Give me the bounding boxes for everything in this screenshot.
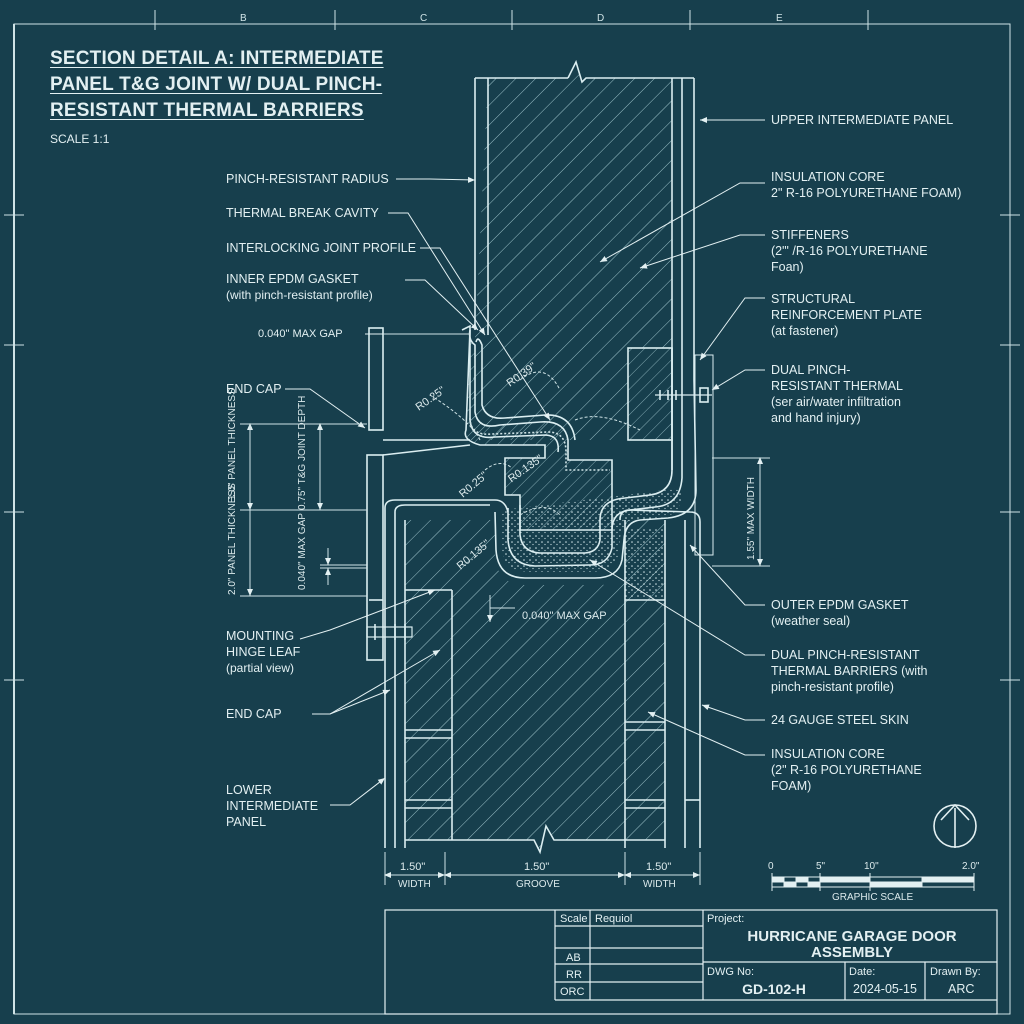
tb-rev-3: ORC — [560, 986, 585, 998]
dim-width-3-value: 1.50" — [646, 861, 672, 873]
dim-gap-vertical: 0.040" MAX GAP — [297, 513, 308, 590]
callout-pinch-radius: PINCH-RESISTANT RADIUS — [226, 172, 389, 186]
tb-date-label: Date: — [849, 966, 876, 978]
dim-width-3-label: WIDTH — [643, 879, 676, 890]
callout-thermal-break: THERMAL BREAK CAVITY — [226, 206, 379, 220]
callout-weather-seal: (weather seal) — [771, 614, 851, 628]
title-line-3: RESISTANT THERMAL BARRIERS — [50, 100, 364, 121]
callout-lower-1: LOWER — [226, 783, 272, 797]
dim-width-1-label: WIDTH — [398, 879, 431, 890]
callout-lower-3: PANEL — [226, 815, 267, 829]
scale-tick-5: 5" — [816, 861, 826, 872]
grid-col-b: B — [240, 13, 247, 24]
title-scale: SCALE 1:1 — [50, 132, 110, 146]
tb-drawn-label: Drawn By: — [930, 966, 981, 978]
dimensions — [240, 333, 770, 885]
tb-drawn-by: ARC — [948, 982, 975, 996]
callout-core-bottom-spec-2: FOAM) — [771, 779, 812, 793]
callout-outer-gasket: OUTER EPDM GASKET — [771, 598, 909, 612]
callout-interlock: INTERLOCKING JOINT PROFILE — [226, 241, 417, 255]
callout-mounting: MOUNTING — [226, 629, 295, 643]
end-cap-left — [366, 327, 471, 661]
callout-stiffeners-spec: (2"' /R-16 POLYURETHANE — [771, 244, 928, 258]
grid-col-c: C — [420, 13, 428, 24]
title-line-1: SECTION DETAIL A: INTERMEDIATE — [50, 48, 384, 69]
tg-profile-right — [494, 348, 714, 579]
callout-hinge-leaf: HINGE LEAF — [226, 645, 301, 659]
callout-partial-view: (partial view) — [226, 661, 295, 675]
callout-end-cap-top: END CAP — [226, 382, 282, 396]
callout-end-cap-bottom: END CAP — [226, 707, 282, 721]
tb-project-label: Project: — [707, 913, 745, 925]
callout-at-fastener: (at fastener) — [771, 324, 839, 338]
tb-required-header: Requiol — [595, 913, 633, 925]
callout-core-bottom: INSULATION CORE — [771, 747, 885, 761]
north-arrow-icon — [933, 803, 977, 848]
dim-max-width: 1.55" MAX WIDTH — [746, 476, 757, 560]
tb-project-name: HURRICANE GARAGE DOOR — [747, 928, 957, 945]
callout-core-bottom-spec: (2" R-16 POLYURETHANE — [771, 763, 922, 777]
dim-groove-value: 1.50" — [524, 861, 550, 873]
tb-dwg-label: DWG No: — [707, 966, 755, 978]
dim-tg-depth: 0.75" T&G JOINT DEPTH — [297, 395, 308, 510]
dim-width-1-value: 1.50" — [400, 861, 426, 873]
tb-scale-header: Scale — [560, 913, 588, 925]
dim-gap-mid: 0.040" MAX GAP — [522, 610, 607, 622]
callout-inner-gasket-note: (with pinch-resistant profile) — [226, 288, 373, 302]
tb-project-name-2: ASSEMBLY — [811, 944, 893, 961]
scale-tick-10: 10" — [864, 861, 879, 872]
callout-inner-gasket: INNER EPDM GASKET — [226, 272, 359, 286]
callout-stiffeners: STIFFENERS — [771, 228, 849, 242]
tb-date: 2024-05-15 — [853, 982, 917, 996]
scale-label: GRAPHIC SCALE — [832, 892, 914, 903]
callout-lower-2: INTERMEDIATE — [226, 799, 319, 813]
tg-profile-upper — [461, 324, 613, 531]
graphic-scale-bar — [771, 873, 975, 891]
grid-col-e: E — [776, 13, 783, 24]
tb-rev-1: AB — [566, 952, 581, 964]
upper-panel — [470, 59, 695, 470]
callout-dual-b-3: pinch-resistant profile) — [771, 680, 894, 694]
scale-tick-0: 0 — [768, 861, 774, 872]
dim-panel-thickness-bottom: 2.0" PANEL THICKNESS — [227, 483, 238, 595]
title-block-lines — [384, 909, 998, 1015]
radius-arcs — [429, 371, 641, 516]
callout-stiffeners-spec-2: Foan) — [771, 260, 804, 274]
callout-reinforcement: REINFORCEMENT PLATE — [771, 308, 922, 322]
callout-dual-4: and hand injury) — [771, 411, 861, 425]
callout-dual-b-2: THERMAL BARRIERS (with — [771, 664, 928, 678]
callout-upper-panel: UPPER INTERMEDIATE PANEL — [771, 113, 954, 127]
grid-col-d: D — [597, 13, 605, 24]
callout-dual-2: RESISTANT THERMAL — [771, 379, 903, 393]
callout-steel-skin: 24 GAUGE STEEL SKIN — [771, 713, 909, 727]
callout-gap-top: 0.040" MAX GAP — [258, 328, 343, 340]
title-line-2: PANEL T&G JOINT W/ DUAL PINCH- — [50, 74, 383, 95]
callout-dual-b-1: DUAL PINCH-RESISTANT — [771, 648, 920, 662]
lower-panel — [384, 499, 701, 855]
callout-dual-3: (ser air/water infiltration — [771, 395, 901, 409]
callout-structural: STRUCTURAL — [771, 292, 856, 306]
callout-dual-1: DUAL PINCH- — [771, 363, 851, 377]
scale-tick-20: 2.0" — [962, 861, 980, 872]
callout-core-top: INSULATION CORE — [771, 170, 885, 184]
tb-dwg-number: GD-102-H — [742, 981, 806, 997]
dim-groove-label: GROOVE — [516, 879, 560, 890]
callout-core-top-spec: 2" R-16 POLYURETHANE FOAM) — [771, 186, 962, 200]
tb-rev-2: RR — [566, 969, 582, 981]
